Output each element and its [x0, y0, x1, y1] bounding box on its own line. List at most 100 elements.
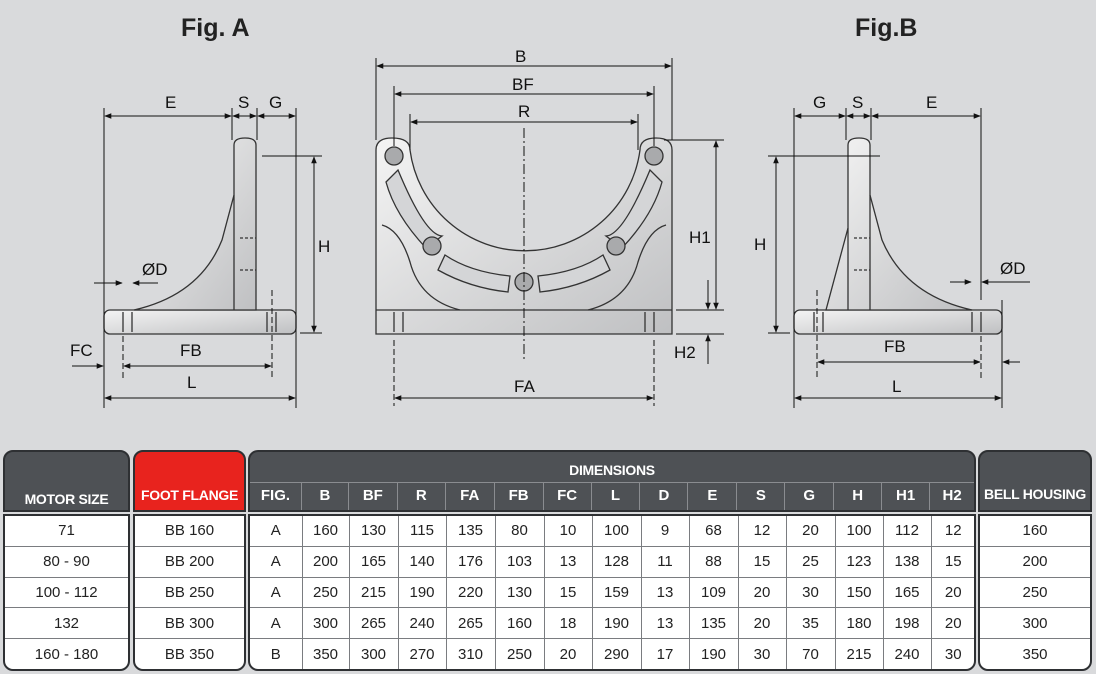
fig-b-part — [793, 137, 1003, 335]
dimension-cell: 9 — [641, 516, 690, 547]
dimension-cell: 310 — [446, 638, 496, 669]
dimension-cell: 25 — [786, 546, 836, 578]
table-row: BB 300 — [135, 607, 244, 640]
foot-flange-cell: BB 300 — [135, 607, 244, 640]
foot-flange-cell: BB 350 — [164, 645, 215, 663]
fig-b-label-h: H — [754, 235, 766, 254]
bell-housing-cell: 200 — [980, 546, 1090, 578]
bell-housing-header: BELL HOUSING — [978, 450, 1092, 512]
dimension-cell: 17 — [641, 638, 690, 669]
bell-housing-cell: 350 — [1022, 645, 1048, 663]
dim-col-header: E — [688, 482, 738, 510]
dimension-cell: 215 — [349, 577, 399, 609]
dim-col-header: B — [302, 482, 349, 510]
dimension-cell: 10 — [544, 516, 593, 547]
dimension-cell: B — [250, 638, 303, 669]
dimension-cell: 15 — [931, 546, 974, 578]
dimension-cell: 100 — [835, 516, 884, 547]
dimension-cell: 12 — [931, 516, 974, 547]
dimension-cell: 176 — [446, 546, 496, 578]
dimension-cell: 20 — [738, 607, 787, 640]
front-label-r: R — [518, 102, 530, 121]
fig-b-label-od: ØD — [1000, 259, 1026, 278]
front-label-b: B — [515, 47, 526, 66]
dimension-cell: 190 — [398, 577, 447, 609]
dimension-cell: 109 — [689, 577, 739, 609]
dimension-cell: 180 — [835, 607, 884, 640]
dimension-cell: 68 — [689, 516, 739, 547]
motor-size-cell: 100 - 112 — [5, 577, 128, 609]
dimension-cell: 300 — [349, 638, 399, 669]
front-label-h1: H1 — [689, 228, 711, 247]
foot-flange-cell: BB 200 — [135, 546, 244, 578]
dimension-cell: 13 — [544, 546, 593, 578]
dimension-cell: 20 — [544, 638, 593, 669]
dimension-cell: 130 — [349, 516, 399, 547]
dimension-cell: 265 — [349, 607, 399, 640]
fig-a-label-l: L — [187, 373, 196, 392]
fig-b-label-l: L — [892, 377, 901, 396]
fig-a-label-fc: FC — [70, 341, 93, 360]
front-view-part — [375, 137, 673, 335]
fig-a-label-fb: FB — [180, 341, 202, 360]
fig-b-label-g: G — [813, 93, 826, 112]
dimension-cell: 128 — [592, 546, 642, 578]
table-row: 250 — [980, 577, 1090, 609]
table-row: 160 - 180 — [5, 639, 128, 669]
dimension-cell: 103 — [495, 546, 545, 578]
motor-size-header: MOTOR SIZE — [3, 450, 130, 512]
front-label-fa: FA — [514, 377, 535, 396]
dimension-cell: A — [250, 546, 303, 578]
dimension-cell: 270 — [398, 638, 447, 669]
dimension-cell: 240 — [398, 607, 447, 640]
dimension-cell: 100 — [592, 516, 642, 547]
dim-col-header: H — [834, 482, 883, 510]
table-row: BB 350 — [135, 639, 244, 669]
dimension-cell: 138 — [883, 546, 932, 578]
dimension-cell: 11 — [641, 546, 690, 578]
table-row: 80 - 90 — [5, 546, 128, 578]
dim-col-header: R — [398, 482, 446, 510]
dimension-cell: 20 — [738, 577, 787, 609]
table-row: BB 160 — [135, 516, 244, 547]
dimension-cell: 160 — [495, 607, 545, 640]
foot-flange-header: FOOT FLANGE — [133, 450, 246, 512]
dimension-cell: 15 — [544, 577, 593, 609]
dim-col-header: D — [640, 482, 689, 510]
dimension-cell: 20 — [786, 516, 836, 547]
table-row: 200 — [980, 546, 1090, 578]
fig-a-label-s: S — [238, 93, 249, 112]
table-row: 100 - 112 — [5, 577, 128, 609]
fig-b-label-fb: FB — [884, 337, 906, 356]
table-row: 71 — [5, 516, 128, 547]
fig-b-label-s: S — [852, 93, 863, 112]
dimension-cell: 165 — [883, 577, 932, 609]
fig-b-title: Fig.B — [855, 14, 918, 42]
dimension-cell: 88 — [689, 546, 739, 578]
motor-size-cell: 160 - 180 — [34, 645, 99, 663]
fig-a-label-g: G — [269, 93, 282, 112]
dimension-cell: 20 — [931, 577, 974, 609]
dimension-cell: 160 — [302, 516, 350, 547]
table-row: 350 — [980, 639, 1090, 669]
front-label-bf: BF — [512, 75, 534, 94]
dimension-cell: 190 — [592, 607, 642, 640]
dimension-cell: 135 — [446, 516, 496, 547]
table-row: 132 — [5, 607, 128, 640]
dimension-cell: 200 — [302, 546, 350, 578]
dimension-cell: 112 — [883, 516, 932, 547]
dimension-cell: 250 — [302, 577, 350, 609]
dimension-cell: 12 — [738, 516, 787, 547]
dim-col-header: BF — [349, 482, 398, 510]
dimensions-header: DIMENSIONS — [248, 450, 976, 512]
fig-b-label-e: E — [926, 93, 937, 112]
dimension-cell: 15 — [738, 546, 787, 578]
dim-col-header: H1 — [882, 482, 931, 510]
bell-housing-cell: 250 — [980, 577, 1090, 609]
bell-housing-cell: 300 — [980, 607, 1090, 640]
motor-size-cell: 132 — [5, 607, 128, 640]
